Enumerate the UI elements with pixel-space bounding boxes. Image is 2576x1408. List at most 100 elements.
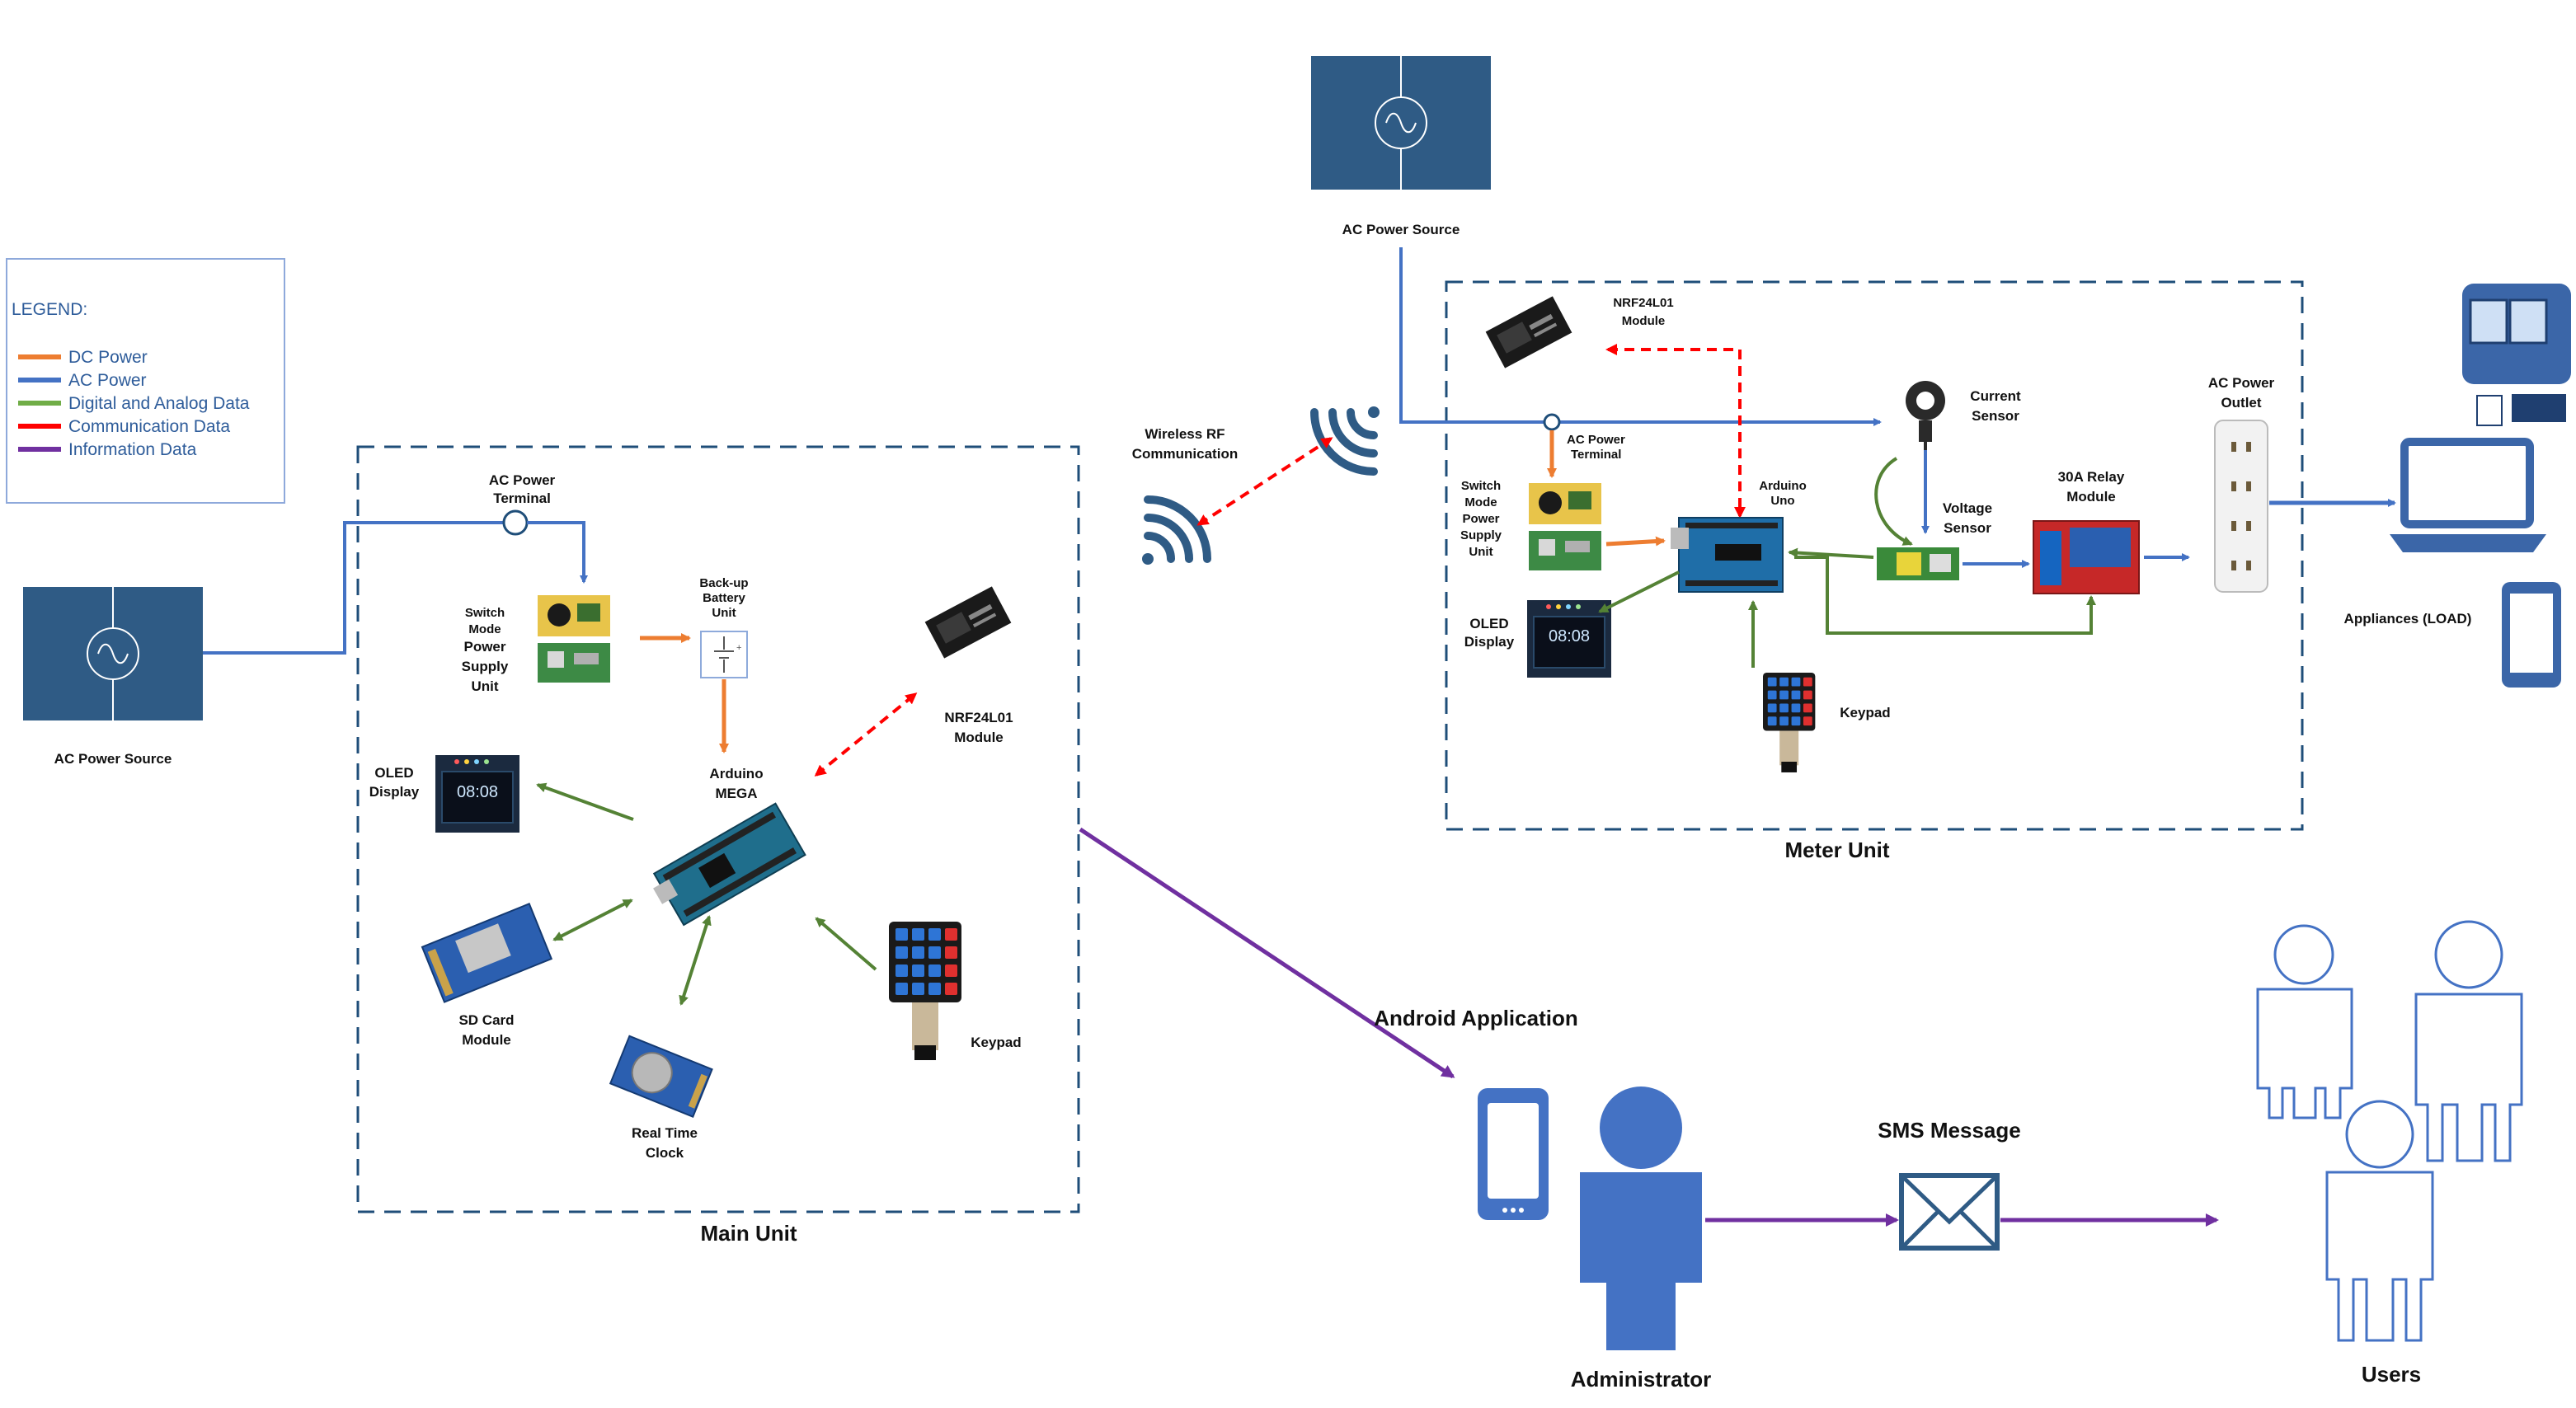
legend-item-comm: Communication Data xyxy=(18,417,230,436)
main-oled-label-1: OLED xyxy=(374,765,413,781)
main-mcu-rtc-line xyxy=(679,915,712,1006)
relay-label-1: 30A Relay xyxy=(2058,469,2125,485)
main-keypad-label: Keypad xyxy=(971,1035,1021,1050)
laptop-icon xyxy=(2390,438,2546,552)
meter-nrf-module-icon xyxy=(1485,296,1572,368)
meter-ac-terminal-label-2: Terminal xyxy=(1571,448,1621,462)
meter-ac-main-line xyxy=(1399,247,1882,426)
meter-ac-source-label: AC Power Source xyxy=(1342,222,1460,237)
legend-item-info: Information Data xyxy=(18,440,197,459)
main-smps-label-2: Mode xyxy=(468,622,501,636)
meter-oled-label-1: OLED xyxy=(1469,616,1508,631)
main-battery-label-1: Back-up xyxy=(699,576,748,590)
main-ac-terminal-label-2: Terminal xyxy=(493,490,551,506)
users-label: Users xyxy=(2362,1362,2421,1387)
current-sensor-data-line xyxy=(1874,457,1913,546)
administrator-label: Administrator xyxy=(1571,1367,1711,1392)
sd-card-label-1: SD Card xyxy=(458,1012,514,1028)
wireless-rf-line xyxy=(1196,437,1333,526)
main-ac-terminal-label-1: AC Power xyxy=(489,472,556,488)
meter-smps-label-1: Switch xyxy=(1461,479,1501,493)
wireless-label-1: Wireless RF xyxy=(1145,426,1225,442)
legend-label-data: Digital and Analog Data xyxy=(68,394,250,413)
sd-card-label-2: Module xyxy=(462,1032,511,1048)
legend-label-ac: AC Power xyxy=(68,371,147,390)
rtc-icon xyxy=(609,1035,713,1119)
android-phone-icon xyxy=(1478,1088,1549,1220)
legend-title: LEGEND: xyxy=(12,300,87,319)
legend: LEGEND: DC Power AC Power Digital and An… xyxy=(6,258,285,504)
uno-to-relay-line xyxy=(1794,556,2096,635)
sms-label: SMS Message xyxy=(1878,1118,2020,1143)
main-smps-label-1: Switch xyxy=(465,606,505,620)
meter-oled-label-2: Display xyxy=(1464,634,1515,650)
main-keypad-to-mcu-line xyxy=(815,917,877,971)
outlet-label-1: AC Power xyxy=(2208,375,2275,391)
main-nrf-label-2: Module xyxy=(954,730,1004,745)
appliances-label: Appliances (LOAD) xyxy=(2344,611,2472,627)
meter-ac-terminal-icon xyxy=(1543,413,1561,431)
meter-uno-to-oled-line xyxy=(1598,570,1680,613)
main-smps-icon xyxy=(538,595,610,683)
legend-item-dc: DC Power xyxy=(18,348,148,367)
main-nrf-label-1: NRF24L01 xyxy=(944,710,1013,725)
meter-smps-label: Switch Mode Power Supply Unit xyxy=(1460,479,1502,559)
outlet-label-2: Outlet xyxy=(2221,395,2261,411)
main-ac-line xyxy=(203,521,505,655)
wireless-left-icon xyxy=(1142,495,1211,565)
wireless-label-2: Communication xyxy=(1132,446,1238,462)
main-unit-title: Main Unit xyxy=(701,1221,797,1246)
sd-card-icon xyxy=(421,903,553,1003)
rtc-label-2: Clock xyxy=(646,1145,684,1161)
voltage-sensor-label-1: Voltage xyxy=(1943,500,1992,516)
android-app-label: Android Application xyxy=(1374,1006,1577,1030)
voltage-to-uno-line xyxy=(1788,547,1874,559)
main-mcu-to-oled-line xyxy=(536,782,634,821)
meter-ac-source-icon xyxy=(1310,55,1492,190)
main-mcu-sd-line xyxy=(552,899,633,941)
main-smps-label-4: Supply xyxy=(462,659,509,674)
meter-smps-label-3: Power xyxy=(1462,512,1499,526)
users-icon xyxy=(2256,920,2523,1342)
arduino-uno-icon xyxy=(1671,517,1784,593)
meter-keypad-label: Keypad xyxy=(1840,705,1890,720)
legend-label-info: Information Data xyxy=(68,440,197,459)
main-keypad-icon xyxy=(889,922,961,1060)
meter-unit-title: Meter Unit xyxy=(1784,838,1889,862)
voltage-sensor-label-2: Sensor xyxy=(1944,520,1991,536)
administrator-icon xyxy=(1580,1087,1702,1350)
meter-oled-time: 08:08 xyxy=(1549,627,1590,645)
meter-smps-icon xyxy=(1529,483,1601,570)
main-battery-icon: + xyxy=(700,631,748,678)
meter-mcu-label-2: Uno xyxy=(1770,494,1794,508)
main-to-android-line xyxy=(1079,827,1455,1079)
current-sensor-label-1: Current xyxy=(1970,388,2021,404)
main-battery-label-2: Battery xyxy=(703,591,745,605)
main-smps-label: Switch Mode Power Supply Unit xyxy=(462,606,509,694)
sms-envelope-icon xyxy=(1899,1173,2000,1251)
svg-text:+: + xyxy=(736,643,741,653)
main-smps-label-5: Unit xyxy=(471,678,498,694)
meter-ac-terminal-label-1: AC Power xyxy=(1567,433,1625,447)
main-ac-source: AC Power Source xyxy=(22,586,204,767)
ac-source-icon xyxy=(22,586,204,721)
relay-label-2: Module xyxy=(2066,489,2116,505)
phone-icon-load xyxy=(2502,582,2561,688)
relay-icon xyxy=(2033,520,2140,594)
main-mcu-label-1: Arduino xyxy=(709,766,763,781)
refrigerator-icon xyxy=(2462,284,2571,426)
meter-unit-boundary xyxy=(1445,280,2304,831)
meter-nrf-label-2: Module xyxy=(1622,314,1666,328)
wireless-right-icon xyxy=(1310,406,1380,476)
main-ac-source-label: AC Power Source xyxy=(54,751,172,767)
main-nrf-module-icon xyxy=(924,586,1012,659)
legend-item-data: Digital and Analog Data xyxy=(18,394,250,413)
meter-mcu-label-1: Arduino xyxy=(1759,479,1807,493)
rtc-label-1: Real Time xyxy=(632,1125,698,1141)
meter-keypad-icon xyxy=(1763,673,1816,772)
main-oled-time: 08:08 xyxy=(457,783,498,801)
main-oled-label-2: Display xyxy=(369,784,420,800)
meter-smps-label-5: Unit xyxy=(1469,545,1492,559)
legend-label-dc: DC Power xyxy=(68,348,148,367)
